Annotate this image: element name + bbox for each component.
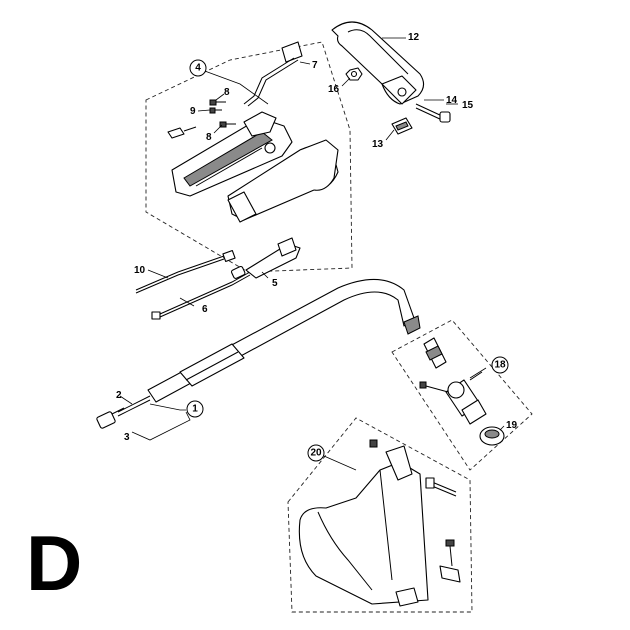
line-cutter-blade <box>439 539 461 583</box>
spacer-ring <box>479 426 505 446</box>
svg-text:4: 4 <box>195 63 201 74</box>
gear-coupling <box>419 337 487 425</box>
callout-8-bottom: 8 <box>206 132 212 143</box>
svg-text:20: 20 <box>310 448 322 459</box>
callout-10: 10 <box>134 265 146 276</box>
callout-5: 5 <box>272 278 278 289</box>
clamp-bolt <box>96 407 125 429</box>
stop-wire <box>151 265 251 320</box>
callout-8-top: 8 <box>224 87 230 98</box>
throttle-cable <box>135 249 236 294</box>
svg-text:18: 18 <box>494 360 506 371</box>
handle-bolt <box>415 103 451 123</box>
throttle-lever <box>245 237 301 279</box>
nut <box>345 67 363 81</box>
callout-15: 15 <box>462 100 474 111</box>
callout-2: 2 <box>116 390 122 401</box>
svg-text:1: 1 <box>192 404 198 415</box>
throttle-bracket <box>243 41 303 107</box>
handle-clamp <box>391 117 413 135</box>
callout-3: 3 <box>124 432 130 443</box>
group-box-coupling-assembly <box>391 319 533 471</box>
leader-lines <box>119 37 505 471</box>
shaft-tube <box>147 278 421 403</box>
callout-12: 12 <box>408 32 420 43</box>
callout-18: 18 <box>491 356 509 374</box>
guard-bolt <box>369 439 457 497</box>
callout-7: 7 <box>312 60 318 71</box>
screw-8-bottom <box>219 121 236 128</box>
callout-6: 6 <box>202 304 208 315</box>
loop-handle <box>331 21 425 105</box>
group-box-guard-assembly <box>287 417 473 613</box>
callout-19: 19 <box>506 420 518 431</box>
callout-16: 16 <box>328 84 340 95</box>
trimmer-guard <box>298 445 429 607</box>
screw-9 <box>209 107 222 114</box>
callout-14: 14 <box>446 95 458 106</box>
group-box-handle-assembly <box>145 41 353 273</box>
callout-20: 20 <box>307 444 325 462</box>
callout-9: 9 <box>190 106 196 117</box>
callout-13: 13 <box>372 139 384 150</box>
grip-handle <box>227 139 339 223</box>
spring-pin <box>167 126 197 139</box>
callout-1: 1 <box>186 400 204 418</box>
drive-shaft <box>117 395 151 417</box>
screw-8-top <box>209 99 226 106</box>
handle-housing <box>171 111 293 197</box>
callout-4: 4 <box>189 59 207 77</box>
section-letter: D <box>26 519 82 607</box>
